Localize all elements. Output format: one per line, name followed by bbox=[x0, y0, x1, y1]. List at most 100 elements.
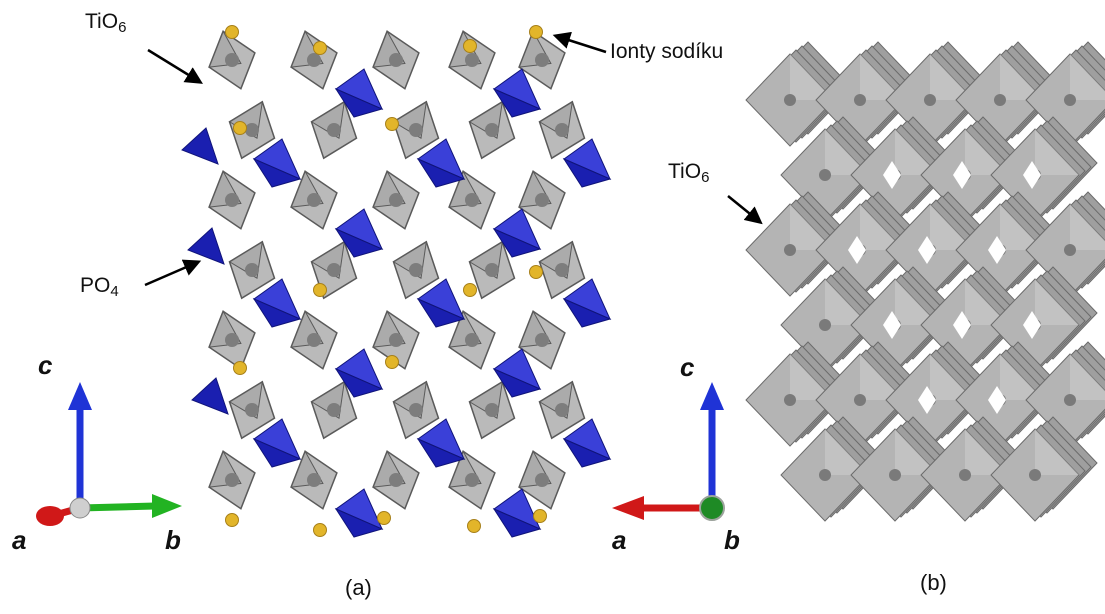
framework-face bbox=[1000, 354, 1044, 400]
ti-atom bbox=[327, 263, 341, 277]
po4-tetrahedron-edge bbox=[187, 227, 225, 265]
b-axis-arrow-a bbox=[79, 502, 156, 512]
framework-face bbox=[860, 354, 904, 400]
ti-atom bbox=[994, 94, 1006, 106]
framework-face bbox=[930, 54, 974, 100]
ti-atom bbox=[535, 473, 549, 487]
framework-void bbox=[988, 386, 1006, 414]
structure-panel-a bbox=[181, 25, 612, 538]
po4-tetrahedron-face bbox=[492, 507, 542, 538]
po4-tetrahedron-edge bbox=[191, 377, 229, 415]
ti-atom bbox=[784, 244, 796, 256]
tio6-label-a: TiO6 bbox=[85, 10, 127, 36]
ti-atom bbox=[389, 193, 403, 207]
sodium-ion bbox=[533, 509, 547, 523]
framework-face bbox=[965, 129, 1009, 175]
sodium-ion bbox=[463, 283, 477, 297]
c-axis-label-a: c bbox=[38, 350, 53, 380]
framework-void bbox=[953, 311, 971, 339]
framework-face bbox=[1070, 54, 1105, 100]
sodium-ion bbox=[467, 519, 481, 533]
ti-atom bbox=[555, 123, 569, 137]
framework-void bbox=[883, 161, 901, 189]
sodium-ion bbox=[529, 265, 543, 279]
sodium-ion bbox=[529, 25, 543, 39]
c-axis-arrowhead-a bbox=[68, 382, 92, 410]
sodium-ion bbox=[385, 117, 399, 131]
po4-tetrahedron-face bbox=[492, 227, 542, 258]
ti-atom bbox=[1064, 244, 1076, 256]
ti-atom bbox=[327, 123, 341, 137]
ti-atom bbox=[307, 193, 321, 207]
po4-tetrahedron-face bbox=[562, 437, 612, 468]
framework-void bbox=[848, 236, 866, 264]
po4-tetrahedron-face bbox=[562, 157, 612, 188]
po4-tetrahedron-face bbox=[416, 297, 466, 328]
caption-a: (a) bbox=[345, 575, 372, 600]
sodium-pointer-arrow bbox=[552, 31, 607, 54]
ti-atom bbox=[225, 473, 239, 487]
axis-triad-a bbox=[36, 382, 182, 526]
framework-face bbox=[895, 429, 939, 475]
ti-atom bbox=[535, 193, 549, 207]
a-axis-label-a: a bbox=[12, 525, 27, 555]
ti-atom bbox=[535, 53, 549, 67]
tio6-b-pointer-arrow bbox=[727, 195, 763, 225]
po4-tetrahedron-face bbox=[416, 157, 466, 188]
sodium-ion bbox=[377, 511, 391, 525]
ti-atom bbox=[225, 193, 239, 207]
sodium-ion bbox=[225, 513, 239, 527]
ti-atom bbox=[889, 469, 901, 481]
ti-atom bbox=[389, 473, 403, 487]
caption-b: (b) bbox=[920, 570, 947, 595]
c-axis-arrowhead-b bbox=[700, 382, 724, 410]
ti-atom bbox=[245, 263, 259, 277]
ti-atom bbox=[1029, 469, 1041, 481]
sodium-ion bbox=[233, 121, 247, 135]
framework-face bbox=[825, 129, 869, 175]
ti-atom bbox=[409, 403, 423, 417]
po4-tetrahedron-face bbox=[252, 297, 302, 328]
framework-face bbox=[1035, 129, 1079, 175]
ti-atom bbox=[307, 473, 321, 487]
framework-face bbox=[1000, 54, 1044, 100]
framework-void bbox=[883, 311, 901, 339]
ti-atom bbox=[854, 94, 866, 106]
framework-face bbox=[1035, 429, 1079, 475]
framework-void bbox=[918, 386, 936, 414]
framework-void bbox=[1023, 161, 1041, 189]
origin-sphere-b bbox=[699, 495, 725, 521]
framework-face bbox=[1035, 279, 1079, 325]
ti-atom bbox=[327, 403, 341, 417]
ti-atom bbox=[535, 333, 549, 347]
ti-atom bbox=[389, 333, 403, 347]
ti-atom bbox=[465, 53, 479, 67]
framework-face bbox=[1070, 354, 1105, 400]
sodium-ion bbox=[313, 523, 327, 537]
framework-face bbox=[1070, 204, 1105, 250]
ti-atom bbox=[307, 333, 321, 347]
framework-face bbox=[825, 279, 869, 325]
sodium-ion bbox=[225, 25, 239, 39]
po4-tetrahedron-face bbox=[492, 367, 542, 398]
b-axis-arrowhead-a bbox=[152, 494, 182, 518]
framework-face bbox=[790, 54, 834, 100]
c-axis-label-b: c bbox=[680, 352, 695, 382]
framework-face bbox=[965, 279, 1009, 325]
framework-void bbox=[953, 161, 971, 189]
ti-atom bbox=[1064, 394, 1076, 406]
axis-triad-b bbox=[612, 382, 725, 521]
ti-atom bbox=[485, 403, 499, 417]
ti-atom bbox=[409, 123, 423, 137]
framework-face bbox=[895, 129, 939, 175]
sodium-ions-label: Ionty sodíku bbox=[610, 40, 724, 63]
ti-atom bbox=[1064, 94, 1076, 106]
ti-atom bbox=[485, 263, 499, 277]
sodium-ion bbox=[463, 39, 477, 53]
ti-atom bbox=[225, 53, 239, 67]
framework-face bbox=[790, 204, 834, 250]
framework-face bbox=[930, 204, 974, 250]
framework-face bbox=[860, 204, 904, 250]
ti-atom bbox=[465, 473, 479, 487]
